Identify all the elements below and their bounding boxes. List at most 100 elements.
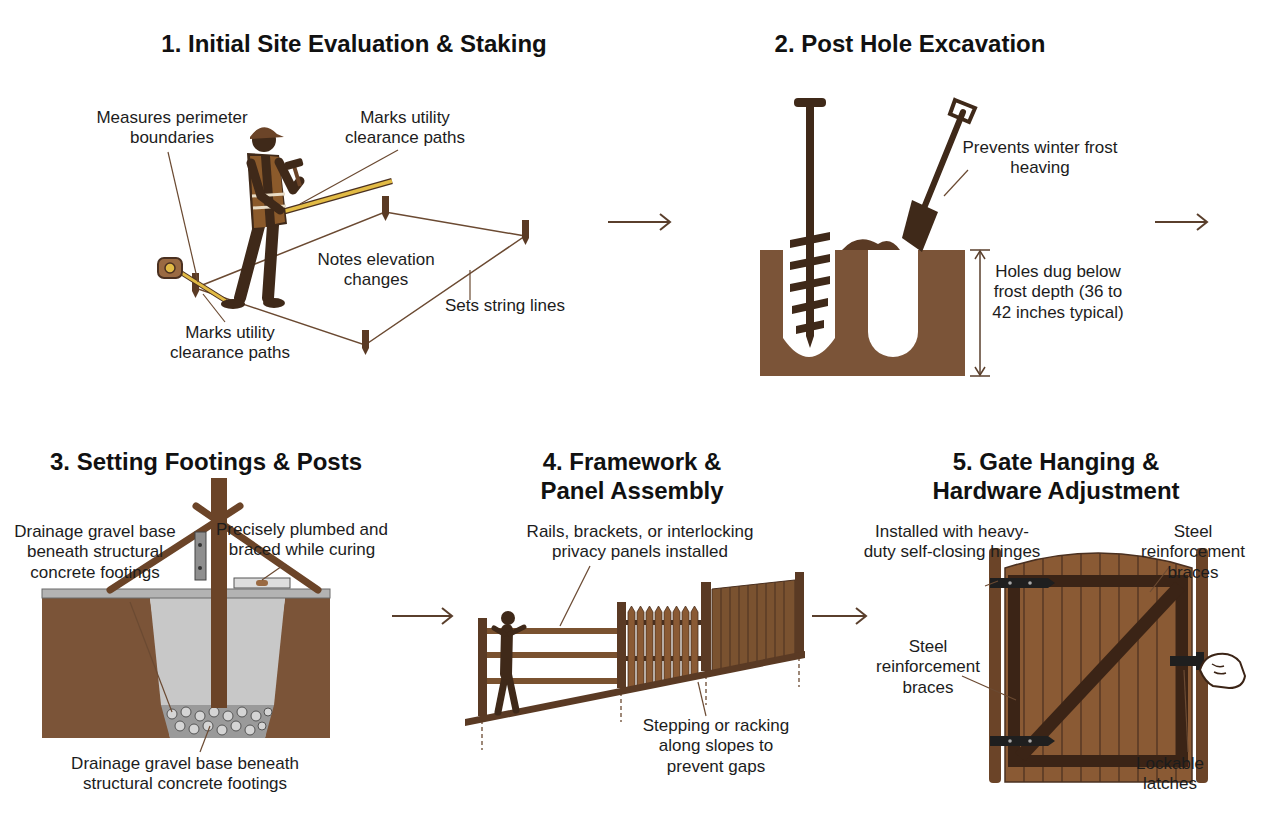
- auger-tool: [806, 336, 814, 348]
- latch: [1200, 654, 1245, 688]
- depth-dimension: [979, 252, 981, 374]
- footing-section: [42, 598, 170, 738]
- fence-post: [195, 532, 206, 580]
- gravel-stones: [209, 707, 219, 717]
- gravel-stones: [231, 721, 241, 731]
- arrow-head: [442, 608, 452, 624]
- worker-figure: [263, 298, 285, 308]
- gravel-stones: [181, 707, 191, 717]
- worker-figure: [221, 127, 304, 309]
- arrow-line: [608, 221, 670, 223]
- callout-label: Steel reinforcement braces: [863, 637, 993, 698]
- leader-lines: [944, 170, 968, 196]
- post-footings-dashed: [620, 692, 621, 722]
- footing-section: [42, 589, 330, 738]
- auger-tool: [792, 298, 828, 314]
- leader-lines: [560, 566, 706, 716]
- auger-tool: [806, 104, 814, 336]
- hinges: [1008, 739, 1012, 743]
- post-footings-dashed: [798, 657, 799, 687]
- callout-label: Prevents winter frost heaving: [950, 138, 1130, 179]
- leader-lines: [1150, 566, 1170, 592]
- worker-figure: [251, 163, 280, 210]
- flow-arrow: [812, 608, 866, 624]
- leader-lines: [130, 602, 172, 712]
- measuring-tape: [158, 258, 182, 278]
- worker-figure: [501, 611, 515, 625]
- arrow-line: [812, 615, 866, 617]
- arrow-head: [856, 608, 866, 624]
- gate-frame: [1020, 586, 1180, 757]
- fence-post: [211, 478, 227, 708]
- gravel-stones: [217, 725, 227, 735]
- ground-section: [760, 239, 965, 376]
- worker-figure: [494, 611, 524, 712]
- gravel-stones: [251, 711, 261, 721]
- arrow-line: [392, 615, 452, 617]
- worker-figure: [250, 127, 284, 139]
- leader-lines: [168, 150, 470, 322]
- leader-lines: [985, 581, 998, 586]
- auger-tool: [790, 232, 830, 248]
- arrow-head: [660, 214, 670, 230]
- gravel-stones: [223, 711, 233, 721]
- shovel-tool: [902, 100, 975, 252]
- callout-label: Precisely plumbed and braced while curin…: [212, 520, 392, 561]
- auger-tool: [796, 320, 824, 334]
- gravel-stones: [189, 724, 199, 734]
- leader-lines: [962, 566, 1188, 752]
- fence-post: [198, 543, 202, 547]
- post-footings-dashed: [481, 720, 482, 750]
- gravel-stones: [203, 721, 213, 731]
- gravel-stones: [167, 707, 272, 735]
- leader-lines: [698, 682, 706, 716]
- hinges: [1008, 581, 1012, 585]
- footing-section: [42, 589, 330, 598]
- gravel-stones: [258, 722, 266, 730]
- stakes: [362, 330, 369, 355]
- worker-figure: [284, 158, 303, 170]
- auger-tool: [790, 98, 830, 348]
- measuring-tape: [180, 272, 226, 301]
- leader-lines: [203, 294, 225, 322]
- stakes: [522, 220, 529, 245]
- callout-label: Installed with heavy-duty self-closing h…: [862, 522, 1042, 563]
- fence-post: [256, 580, 268, 586]
- auger-tool: [790, 276, 830, 292]
- gravel-stones: [175, 721, 185, 731]
- fence-posts: [617, 602, 626, 688]
- callout-label: Rails, brackets, or interlocking privacy…: [510, 522, 770, 563]
- leader-lines: [944, 170, 968, 196]
- gravel-stones: [264, 708, 272, 716]
- ground-section: [868, 250, 918, 357]
- depth-dimension: [970, 250, 990, 376]
- worker-figure: [506, 630, 507, 674]
- step-panel: 5. Gate Hanging & Hardware Adjustment: [866, 448, 1246, 798]
- worker-figure: [240, 226, 259, 298]
- hinges: [1028, 581, 1032, 585]
- latch: [1212, 664, 1226, 674]
- callout-label: Marks utility clearance paths: [155, 323, 305, 364]
- worker-figure: [510, 627, 524, 634]
- measuring-tape: [165, 263, 175, 273]
- fence-posts: [795, 572, 804, 653]
- leader-lines: [262, 564, 285, 580]
- flow-arrow: [608, 214, 670, 230]
- callout-label: Sets string lines: [425, 296, 585, 316]
- leader-lines: [300, 150, 398, 204]
- worker-figure: [221, 299, 245, 309]
- fence-posts: [478, 572, 804, 716]
- callout-label: Measures perimeter boundaries: [92, 108, 252, 149]
- leader-lines: [200, 726, 210, 752]
- hinges: [990, 578, 1055, 588]
- shovel-tool: [924, 112, 963, 208]
- callout-label: Drainage gravel base beneath structural …: [10, 522, 180, 583]
- callout-label: Holes dug below frost depth (36 to 42 in…: [988, 262, 1128, 323]
- post-footings-dashed: [705, 675, 706, 705]
- step-heading: 3. Setting Footings & Posts: [20, 448, 392, 477]
- step-heading: 5. Gate Hanging & Hardware Adjustment: [914, 448, 1199, 506]
- callout-label: Steel reinforcement braces: [1128, 522, 1258, 583]
- callout-label: Drainage gravel base beneath structural …: [55, 754, 315, 795]
- gate-posts: [989, 548, 1208, 783]
